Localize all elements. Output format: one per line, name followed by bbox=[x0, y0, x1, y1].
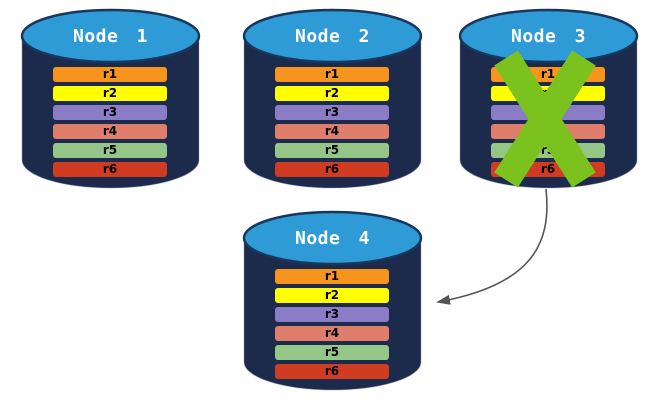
record-bar-r2: r2 bbox=[53, 86, 167, 101]
db-node-2: Node 2 r1 r2 r3 r4 r5 r6 bbox=[242, 8, 423, 190]
record-bar-r3: r3 bbox=[275, 307, 389, 322]
record-bar-r3: r3 bbox=[53, 105, 167, 120]
record-bar-r1: r1 bbox=[275, 269, 389, 284]
record-bar-r5: r5 bbox=[275, 143, 389, 158]
record-bar-r6: r6 bbox=[275, 364, 389, 379]
record-bar-r4: r4 bbox=[275, 326, 389, 341]
record-bar-r2: r2 bbox=[275, 288, 389, 303]
node-label: Node 3 bbox=[510, 25, 587, 47]
record-bar-r6: r6 bbox=[275, 162, 389, 177]
failover-arrow-curve bbox=[436, 188, 548, 305]
record-bar-r3: r3 bbox=[275, 105, 389, 120]
record-bar-r1: r1 bbox=[53, 67, 167, 82]
node-label: Node 1 bbox=[72, 25, 149, 47]
record-list: r1 r2 r3 r4 r5 r6 bbox=[275, 269, 389, 379]
record-list: r1 r2 r3 r4 r5 r6 bbox=[53, 67, 167, 177]
failure-x-icon bbox=[494, 50, 596, 188]
record-bar-r6: r6 bbox=[53, 162, 167, 177]
record-bar-r1: r1 bbox=[275, 67, 389, 82]
db-node-1: Node 1 r1 r2 r3 r4 r5 r6 bbox=[20, 8, 201, 190]
record-bar-r5: r5 bbox=[275, 345, 389, 360]
db-node-4: Node 4 r1 r2 r3 r4 r5 r6 bbox=[242, 210, 423, 392]
node-label: Node 4 bbox=[294, 227, 371, 249]
node-label: Node 2 bbox=[294, 25, 371, 47]
record-bar-r4: r4 bbox=[53, 124, 167, 139]
record-bar-r5: r5 bbox=[53, 143, 167, 158]
record-bar-r4: r4 bbox=[275, 124, 389, 139]
record-list: r1 r2 r3 r4 r5 r6 bbox=[275, 67, 389, 177]
record-bar-r2: r2 bbox=[275, 86, 389, 101]
